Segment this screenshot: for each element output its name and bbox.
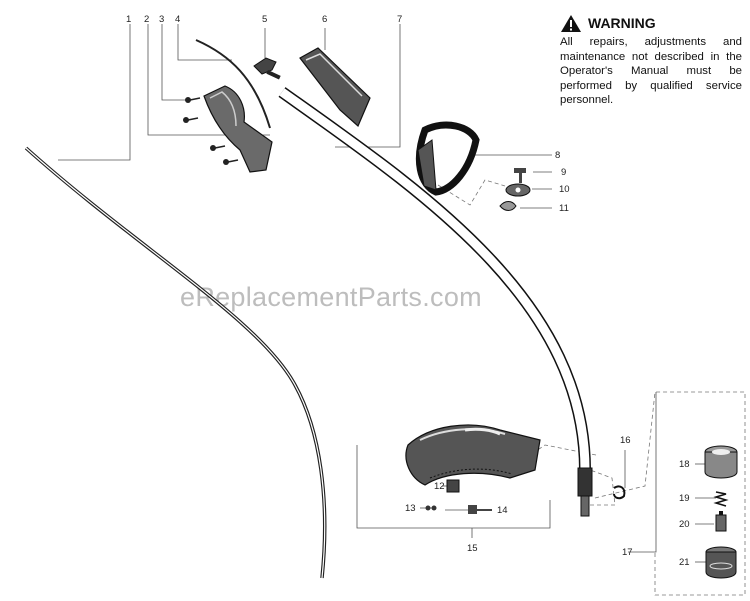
callout-8: 8 <box>555 150 560 161</box>
throttle-handle <box>203 85 273 173</box>
callout-11: 11 <box>559 203 569 214</box>
housing-bracket <box>299 47 371 128</box>
callout-17: 17 <box>622 547 633 558</box>
knob-bolt <box>514 168 526 183</box>
callout-5: 5 <box>262 14 267 25</box>
screw-3 <box>210 145 226 151</box>
warning-text: All repairs, adjustments and maintenance… <box>560 36 742 107</box>
callout-labels: 1 2 3 4 5 6 7 8 9 10 11 12 13 14 15 16 1… <box>126 14 690 568</box>
throttle-trigger <box>253 57 281 80</box>
dashed-guides <box>437 179 746 596</box>
callout-19: 19 <box>679 493 690 504</box>
spring <box>713 491 729 507</box>
callout-9: 9 <box>561 167 566 178</box>
bracket-15 <box>356 445 551 529</box>
throttle-cable <box>195 39 271 129</box>
wing-nut <box>499 201 517 211</box>
leader-3 <box>161 24 188 101</box>
callout-7: 7 <box>397 14 402 25</box>
debris-shield <box>405 424 541 486</box>
leader-lines <box>58 24 716 563</box>
screw-1 <box>185 97 201 103</box>
callout-15: 15 <box>467 543 478 554</box>
callout-1: 1 <box>126 14 131 25</box>
leader-2 <box>147 24 270 136</box>
shield-nuts <box>425 505 437 511</box>
shield-clip <box>446 479 460 493</box>
callout-14: 14 <box>497 505 508 516</box>
retaining-clip <box>613 485 626 500</box>
gearbox-end <box>577 467 593 517</box>
assist-handle <box>415 121 480 196</box>
flex-cable-highlight <box>25 147 326 579</box>
trimmer-head <box>704 445 738 479</box>
callout-16: 16 <box>620 435 631 446</box>
callout-20: 20 <box>679 519 690 530</box>
guide-head-box <box>594 391 746 596</box>
screw-2 <box>183 117 199 123</box>
callout-4: 4 <box>175 14 180 25</box>
warning-title: WARNING <box>588 15 656 32</box>
warning-triangle-icon <box>561 15 581 32</box>
drive-shaft-tube <box>278 87 591 471</box>
callout-21: 21 <box>679 557 690 568</box>
callout-12: 12 <box>434 481 445 492</box>
warning-block: WARNING All repairs, adjustments and mai… <box>560 14 742 108</box>
leader-1 <box>58 24 131 161</box>
callout-2: 2 <box>144 14 149 25</box>
callout-3: 3 <box>159 14 164 25</box>
guide-clip <box>589 469 616 506</box>
drive-shaft-tube-inner <box>279 88 590 471</box>
leader-4 <box>177 24 232 61</box>
callout-13: 13 <box>405 503 416 514</box>
shield-screw <box>468 505 492 514</box>
adapter <box>715 511 727 532</box>
watermark: eReplacementParts.com <box>180 282 482 312</box>
callout-18: 18 <box>679 459 690 470</box>
screw-4 <box>223 159 239 165</box>
handle-clamp <box>505 183 531 197</box>
warning-header: WARNING <box>560 14 742 33</box>
screws <box>183 97 239 165</box>
spool <box>705 546 737 579</box>
callout-6: 6 <box>322 14 327 25</box>
bracket-17 <box>628 392 657 553</box>
guide-handle <box>437 179 506 206</box>
callout-10: 10 <box>559 184 570 195</box>
